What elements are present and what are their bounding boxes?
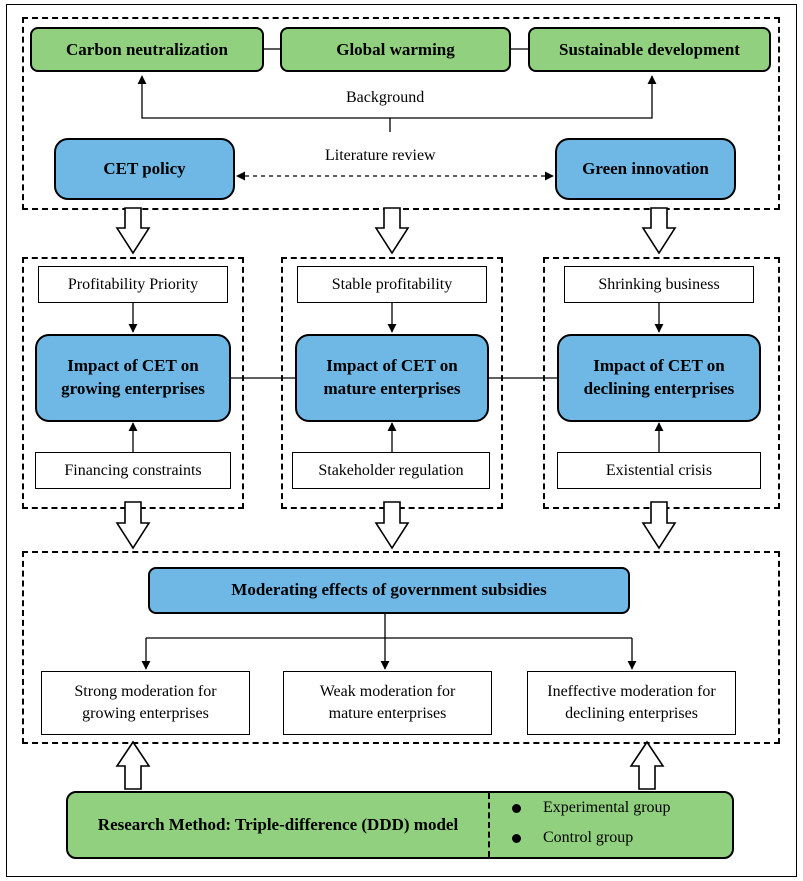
literature-review-label: Literature review	[322, 147, 439, 165]
block-arrow-down	[641, 207, 677, 255]
background-label: Background	[343, 89, 428, 107]
experimental-group-label: Experimental group	[543, 799, 671, 816]
research-method-title: Research Method: Triple-difference (DDD)…	[97, 815, 459, 834]
moderation-section	[22, 551, 780, 744]
background-section	[22, 17, 780, 210]
topic-carbon-neutralization: Carbon neutralization	[30, 27, 264, 72]
mature-bottom-factor: Stakeholder regulation	[292, 452, 490, 489]
topic-sustainable-development: Sustainable development	[528, 27, 771, 72]
moderation-title-box: Moderating effects of government subsidi…	[148, 567, 630, 614]
declining-bottom-factor: Existential crisis	[557, 452, 761, 489]
control-group-label: Control group	[543, 829, 634, 846]
mature-top-factor: Stable profitability	[297, 266, 487, 303]
moderation-outcome-mature: Weak moderation for mature enterprises	[283, 671, 492, 735]
bullet-icon	[512, 833, 521, 843]
topic-global-warming: Global warming	[280, 27, 511, 72]
diagram-frame	[6, 4, 797, 877]
background-arrow-left	[137, 75, 391, 132]
block-arrow-down	[374, 501, 410, 550]
control-group-item: Control group	[512, 829, 633, 847]
cet-policy-box: CET policy	[54, 138, 235, 200]
bullet-icon	[512, 803, 521, 813]
declining-top-factor: Shrinking business	[564, 266, 754, 303]
method-divider	[488, 793, 490, 857]
declining-impact-box: Impact of CET on declining enterprises	[557, 334, 761, 422]
moderation-outcome-growing: Strong moderation for growing enterprise…	[41, 671, 250, 735]
block-arrow-down	[374, 207, 410, 255]
growing-bottom-factor: Financing constraints	[35, 452, 231, 489]
block-arrow-down	[641, 501, 677, 550]
moderation-outcome-declining: Ineffective moderation for declining ent…	[527, 671, 736, 735]
block-arrow-down	[115, 501, 151, 550]
block-arrow-up	[629, 740, 665, 790]
growing-top-factor: Profitability Priority	[38, 266, 228, 303]
experimental-group-item: Experimental group	[512, 799, 671, 817]
block-arrow-down	[115, 207, 151, 255]
block-arrow-up	[115, 740, 151, 790]
growing-impact-box: Impact of CET on growing enterprises	[35, 334, 231, 422]
background-arrow-right	[390, 75, 657, 119]
green-innovation-box: Green innovation	[555, 138, 736, 200]
research-method-box: Research Method: Triple-difference (DDD)…	[66, 791, 734, 859]
mature-impact-box: Impact of CET on mature enterprises	[295, 334, 489, 422]
